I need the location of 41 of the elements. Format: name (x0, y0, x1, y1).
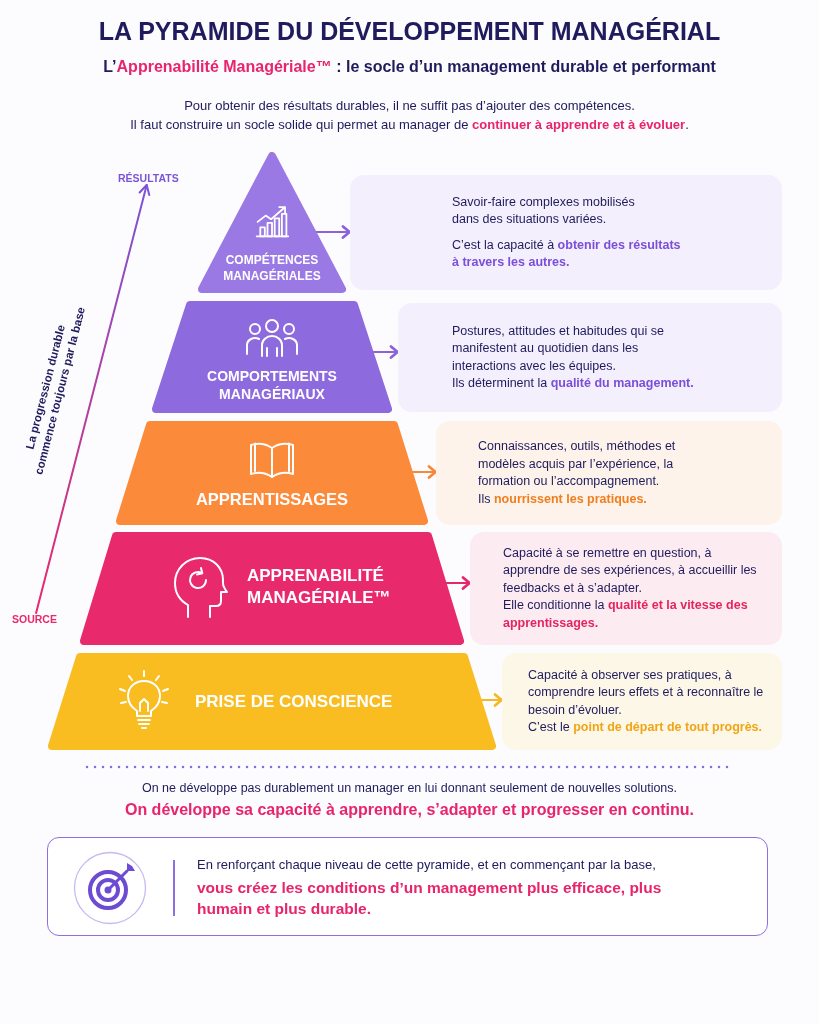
level-title: PRISE DE CONSCIENCE (195, 691, 393, 713)
description-panel (502, 653, 782, 750)
axis-label: RÉSULTATS (118, 172, 179, 185)
description-panel (470, 532, 782, 645)
chevron-arrow (480, 693, 503, 707)
description-text: Capacité à observer ses pratiques, à comprendre leurs effets et à reconnaître le besoin d’évoluer. (528, 666, 765, 719)
description-text: Capacité à se remettre en question, à apprendre de ses expériences, à accueillir les feedbacks et à s’adapter. (503, 544, 758, 597)
chevron-arrow (445, 576, 471, 590)
intro-text: Pour obtenir des résultats durables, il ne suffit pas d’ajouter des compétences. (184, 97, 635, 114)
description-text: Ils nourrissent les pratiques. (478, 490, 647, 508)
description-text: C’est le point de départ de tout progrès. (528, 719, 763, 736)
description-panel (350, 175, 782, 290)
description-text: Postures, attitudes et habitudes qui se manifestent au quotidien dans les interactions avec les équipes. (452, 322, 665, 375)
arrow (35, 184, 151, 614)
chevron-arrow (313, 225, 351, 239)
description-text: Connaissances, outils, méthodes et modèles acquis par l’expérience, la formation ou l’accompagnement. (478, 438, 677, 490)
description-text: Elle conditionne la qualité et la vitesse des apprentissages. (503, 597, 749, 632)
level-title: APPRENABILITÉ MANAGÉRIALE™ (247, 565, 392, 609)
chevron-arrow (372, 345, 399, 359)
pyramid-level (80, 532, 464, 645)
title: LA PYRAMIDE DU DÉVELOPPEMENT MANAGÉRIAL (98, 16, 721, 46)
pyramid-level (198, 152, 346, 293)
subtitle: L’Apprenabilité Managériale™ : le socle d’un management durable et performant (103, 57, 716, 77)
pyramid-level (116, 421, 428, 525)
level-title: COMPORTEMENTS MANAGÉRIAUX (206, 367, 338, 403)
conclusion-text: On ne développe pas durablement un manager en lui donnant seulement de nouvelles solutions. (141, 780, 678, 796)
description-text: Ils déterminent la qualité du management. (452, 375, 694, 392)
description-text: Savoir-faire complexes mobilisés dans des situations variées. (452, 193, 636, 228)
chevron-arrow (411, 465, 437, 479)
highlight-text: On développe sa capacité à apprendre, s’adapter et progresser en continu. (124, 800, 695, 820)
message-text: En renforçant chaque niveau de cette pyramide, et en commençant par la base, vous créez les conditions d’un management plus efficace, plus humain et plus durable. (197, 855, 663, 919)
description-panel (436, 421, 782, 525)
level-title: APPRENTISSAGES (195, 489, 349, 510)
axis-label: SOURCE (12, 613, 57, 626)
pyramid-level (48, 653, 496, 750)
description-panel (398, 303, 782, 412)
pyramid-level (152, 301, 392, 413)
level-title: COMPÉTENCES MANAGÉRIALES (222, 252, 322, 284)
intro-text: Il faut construire un socle solide qui permet au manager de continuer à apprendre et à évoluer. (130, 116, 689, 133)
message-card (47, 837, 768, 936)
description-text: C’est la capacité à obtenir des résultats à travers les autres. (452, 236, 682, 271)
